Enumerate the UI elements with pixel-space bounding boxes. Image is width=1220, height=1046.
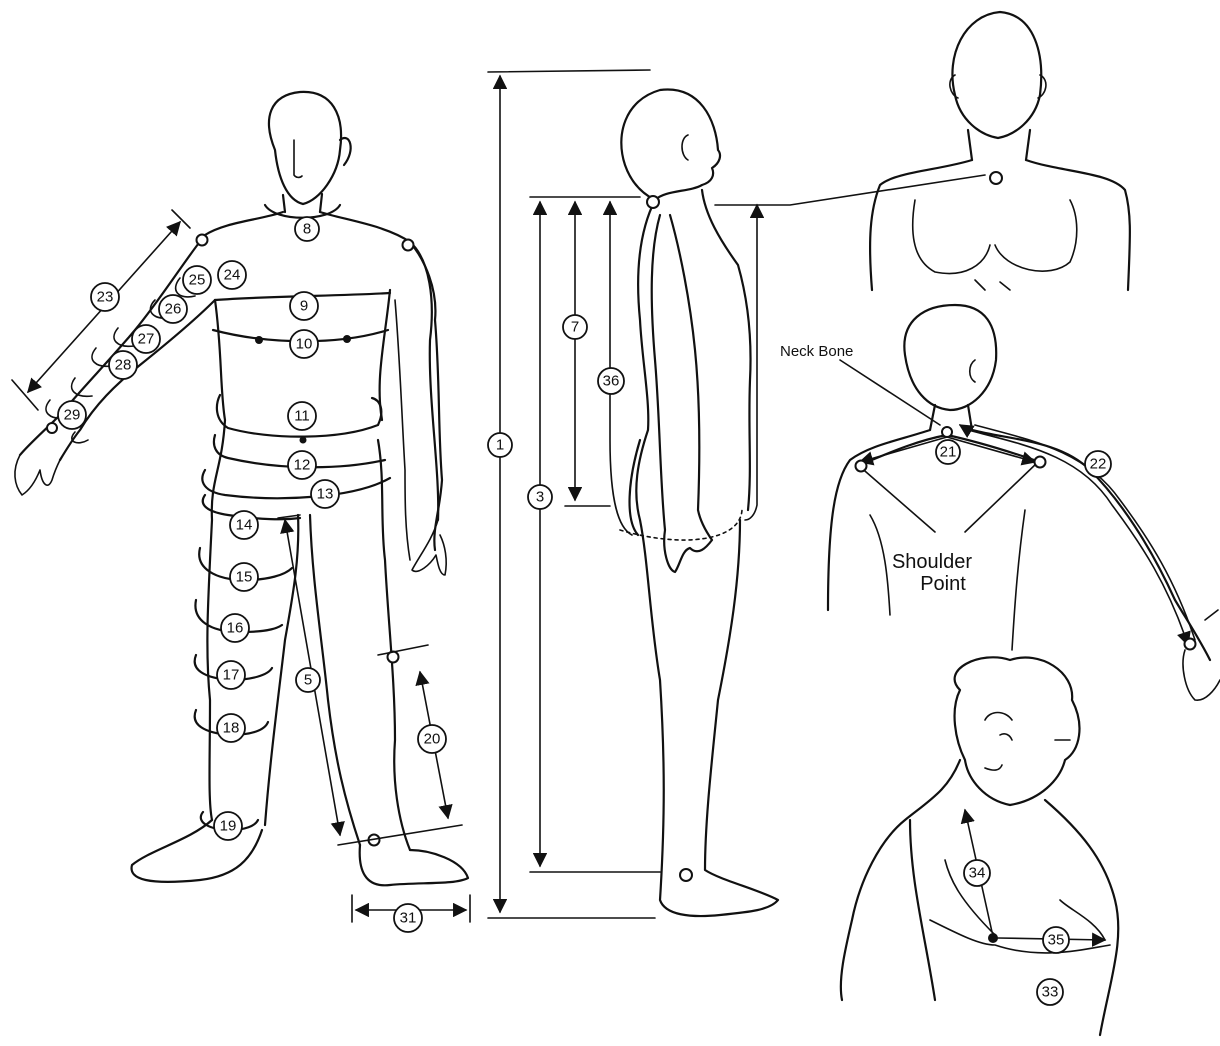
svg-text:3: 3	[536, 489, 544, 506]
svg-text:24: 24	[224, 267, 241, 284]
svg-text:29: 29	[64, 407, 81, 424]
marker-21: 21	[936, 440, 960, 464]
bust-closeup	[841, 657, 1118, 1035]
marker-15: 15	[230, 563, 258, 591]
svg-text:7: 7	[571, 319, 579, 336]
svg-text:26: 26	[165, 301, 182, 318]
marker-23: 23	[91, 283, 119, 311]
svg-text:23: 23	[97, 289, 114, 306]
shoulder-label-line2: Point	[920, 573, 966, 595]
neck-bone-label: Neck Bone	[780, 343, 853, 360]
marker-29: 29	[58, 401, 86, 429]
marker-3: 3	[528, 485, 552, 509]
back-view: Neck Bone Shoulder Point	[780, 305, 1220, 700]
marker-22: 22	[1085, 451, 1111, 477]
svg-text:13: 13	[317, 486, 334, 503]
marker-25: 25	[183, 266, 211, 294]
marker-10: 10	[290, 330, 318, 358]
marker-31: 31	[394, 904, 422, 932]
marker-20: 20	[418, 725, 446, 753]
svg-text:20: 20	[424, 731, 441, 748]
svg-text:36: 36	[603, 373, 620, 390]
svg-text:11: 11	[294, 408, 310, 425]
marker-7: 7	[563, 315, 587, 339]
svg-text:17: 17	[223, 667, 240, 684]
marker-12: 12	[288, 451, 316, 479]
marker-35: 35	[1043, 927, 1069, 953]
shoulder-label-line1: Shoulder	[892, 551, 972, 573]
marker-17: 17	[217, 661, 245, 689]
svg-text:28: 28	[115, 357, 132, 374]
svg-text:1: 1	[496, 437, 504, 454]
svg-text:34: 34	[969, 865, 986, 882]
marker-9: 9	[290, 292, 318, 320]
svg-text:16: 16	[227, 620, 244, 637]
marker-16: 16	[221, 614, 249, 642]
svg-text:14: 14	[236, 517, 253, 534]
chest-closeup	[870, 12, 1130, 290]
marker-27: 27	[132, 325, 160, 353]
svg-text:33: 33	[1042, 984, 1059, 1001]
svg-text:25: 25	[189, 272, 206, 289]
svg-text:10: 10	[296, 336, 313, 353]
marker-11: 11	[288, 402, 316, 430]
marker-5: 5	[296, 668, 320, 692]
marker-33: 33	[1037, 979, 1063, 1005]
svg-text:18: 18	[223, 720, 240, 737]
svg-text:31: 31	[400, 910, 417, 927]
marker-36: 36	[598, 368, 624, 394]
marker-13: 13	[311, 480, 339, 508]
svg-text:35: 35	[1048, 932, 1065, 949]
marker-34: 34	[964, 860, 990, 886]
svg-text:19: 19	[220, 818, 237, 835]
svg-text:22: 22	[1090, 456, 1107, 473]
svg-text:21: 21	[940, 444, 957, 461]
marker-19: 19	[214, 812, 242, 840]
svg-text:15: 15	[236, 569, 253, 586]
marker-1: 1	[488, 433, 512, 457]
marker-28: 28	[109, 351, 137, 379]
svg-text:12: 12	[294, 457, 311, 474]
marker-24: 24	[218, 261, 246, 289]
marker-26: 26	[159, 295, 187, 323]
svg-text:27: 27	[138, 331, 155, 348]
svg-text:9: 9	[300, 298, 308, 315]
marker-18: 18	[217, 714, 245, 742]
marker-14: 14	[230, 511, 258, 539]
svg-text:5: 5	[304, 672, 312, 689]
svg-text:8: 8	[303, 221, 311, 238]
side-figure	[488, 70, 985, 918]
front-figure	[12, 92, 470, 922]
marker-8: 8	[295, 217, 319, 241]
